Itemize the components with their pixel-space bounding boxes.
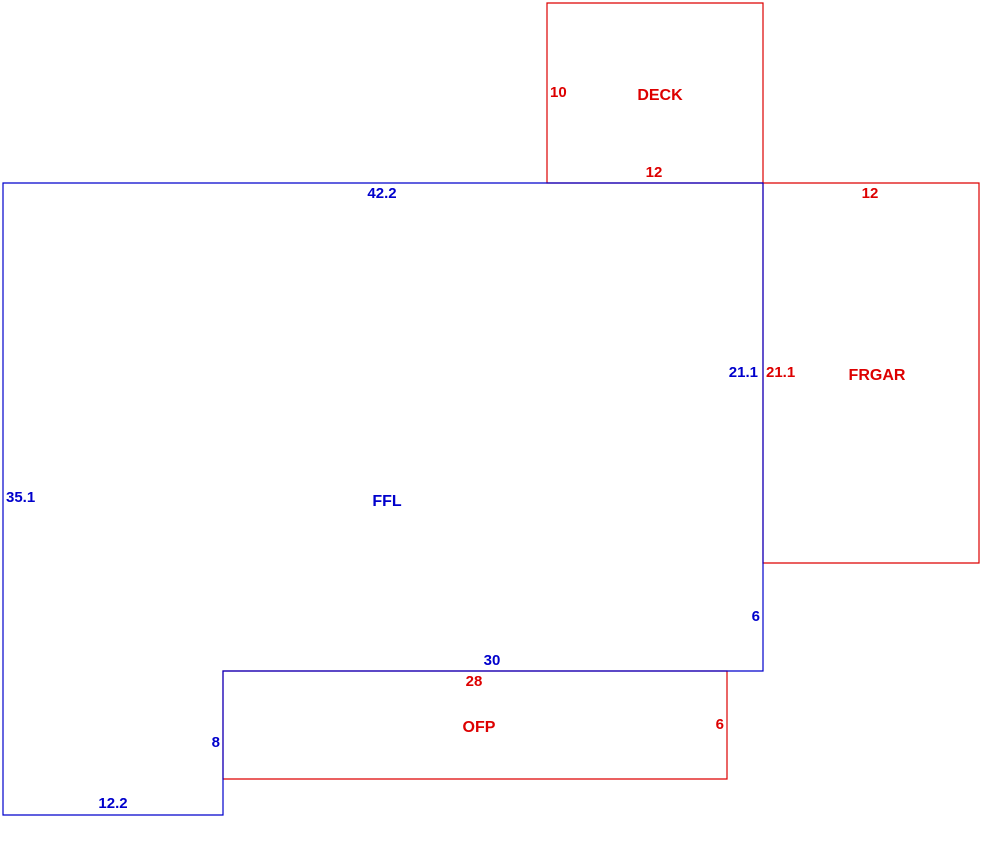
ffl-outline — [2, 182, 764, 816]
ffl-bottom-dimension: 12.2 — [98, 795, 127, 812]
ofp-right-dimension: 6 — [716, 716, 724, 733]
ofp-top-dimension: 28 — [466, 673, 483, 690]
ffl-area-label: FFL — [372, 493, 402, 510]
frgar-top-dimension: 12 — [862, 185, 879, 202]
ffl-bottom-inner-dimension: 30 — [484, 652, 501, 669]
ffl-right-upper-dimension: 21.1 — [729, 364, 758, 381]
ffl-left-dimension: 35.1 — [6, 489, 35, 506]
deck-area-label: DECK — [637, 87, 683, 104]
ofp-area-label: OFP — [463, 719, 496, 736]
deck-bottom-dimension: 12 — [646, 164, 663, 181]
ffl-top-dimension: 42.2 — [367, 185, 396, 202]
frgar-left-dimension: 21.1 — [766, 364, 795, 381]
ffl-right-lower-dimension: 6 — [752, 608, 760, 625]
frgar-area-label: FRGAR — [849, 367, 906, 384]
ffl-notch-dimension: 8 — [212, 734, 220, 751]
deck-left-dimension: 10 — [550, 84, 567, 101]
